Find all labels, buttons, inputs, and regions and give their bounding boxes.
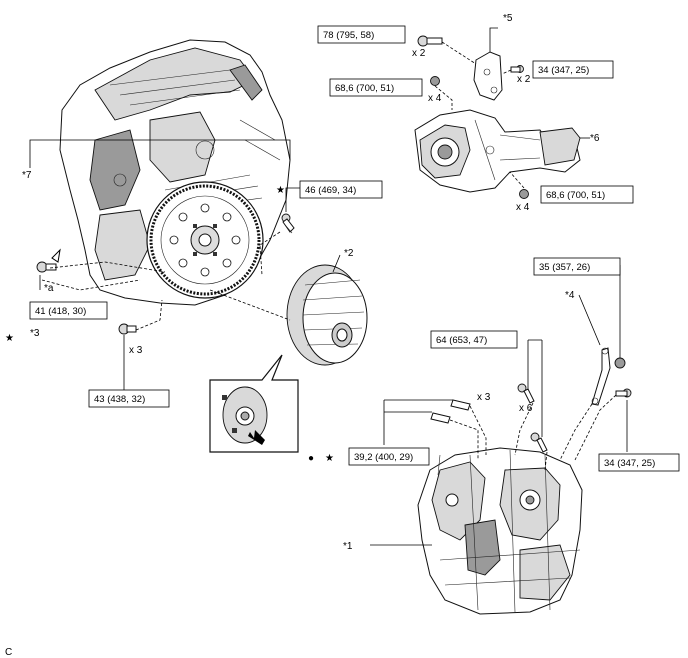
callout-a: *a: [44, 283, 54, 294]
callout-1: *1: [343, 541, 353, 552]
torque-box-8: 35 (357, 26): [533, 257, 621, 276]
detail-zoom-box: [209, 354, 299, 453]
leader-lines: [29, 27, 628, 546]
svg-text:68,6 (700, 51): 68,6 (700, 51): [546, 190, 605, 201]
link-nut: [614, 357, 626, 369]
transfer-nut-upper: [430, 76, 440, 86]
svg-text:64 (653, 47): 64 (653, 47): [436, 335, 487, 346]
transfer-bracket: [473, 51, 503, 101]
assembly-dashed-lines: [41, 41, 617, 471]
engine-bolt-left: [36, 248, 61, 273]
corner-label: C: [5, 647, 12, 658]
control-link: [591, 347, 611, 406]
callout-3: *3: [30, 328, 40, 339]
callout-4: *4: [565, 290, 575, 301]
callout-7: *7: [22, 170, 32, 181]
torque-converter: [286, 264, 368, 366]
transaxle-bolts: [517, 383, 548, 453]
svg-text:35 (357, 26): 35 (357, 26): [539, 262, 590, 273]
qty-label-2: x 2: [517, 74, 531, 85]
transfer-bolt-small: [510, 65, 524, 73]
callout-5: *5: [503, 13, 513, 24]
svg-text:41 (418, 30): 41 (418, 30): [35, 306, 86, 317]
torque-box-10: 39,2 (400, 29): [348, 447, 430, 466]
torque-box-1: 78 (795, 58): [317, 25, 406, 44]
transfer-nut-lower: [519, 189, 529, 199]
drive-plate: [146, 181, 264, 299]
qty-label-5: x 3: [129, 345, 143, 356]
torque-box-2: 34 (347, 25): [532, 60, 614, 79]
star-symbol-torque-6: ★: [5, 333, 14, 344]
torque-box-4: 68,6 (700, 51): [540, 185, 634, 204]
qty-label-4: x 4: [516, 202, 530, 213]
qty-label-1: x 2: [412, 48, 426, 59]
link-bolt: [615, 388, 632, 398]
svg-text:34 (347, 25): 34 (347, 25): [604, 458, 655, 469]
qty-label-7: x 6: [519, 403, 533, 414]
star-symbol-torque-10: ★: [325, 453, 334, 464]
engine-bolt-bottom: [118, 323, 137, 335]
transaxle-assembly: [417, 447, 583, 615]
svg-text:34 (347, 25): 34 (347, 25): [538, 65, 589, 76]
star-symbol-torque-5: ★: [276, 185, 285, 196]
svg-text:46 (469, 34): 46 (469, 34): [305, 185, 356, 196]
callout-2: *2: [344, 248, 354, 259]
transfer-assembly: [414, 109, 581, 193]
qty-label-3: x 4: [428, 93, 442, 104]
drive-plate-bolt: [281, 213, 295, 234]
qty-label-6: x 3: [477, 392, 491, 403]
torque-box-6: 41 (418, 30): [29, 301, 108, 320]
torque-box-5: 46 (469, 34): [299, 180, 383, 199]
torque-box-11: 34 (347, 25): [598, 453, 680, 472]
engine-assembly: [59, 39, 291, 306]
dot-symbol: ●: [308, 453, 314, 464]
torque-box-3: 68,6 (700, 51): [329, 78, 423, 97]
svg-text:78 (795, 58): 78 (795, 58): [323, 30, 374, 41]
svg-text:68,6 (700, 51): 68,6 (700, 51): [335, 83, 394, 94]
svg-text:39,2 (400, 29): 39,2 (400, 29): [354, 452, 413, 463]
callout-6: *6: [590, 133, 600, 144]
transfer-bolt-top: [417, 35, 443, 47]
stud-bolts: [430, 399, 471, 424]
torque-box-9: 64 (653, 47): [430, 330, 518, 349]
svg-text:43 (438, 32): 43 (438, 32): [94, 394, 145, 405]
torque-box-7: 43 (438, 32): [88, 389, 170, 408]
